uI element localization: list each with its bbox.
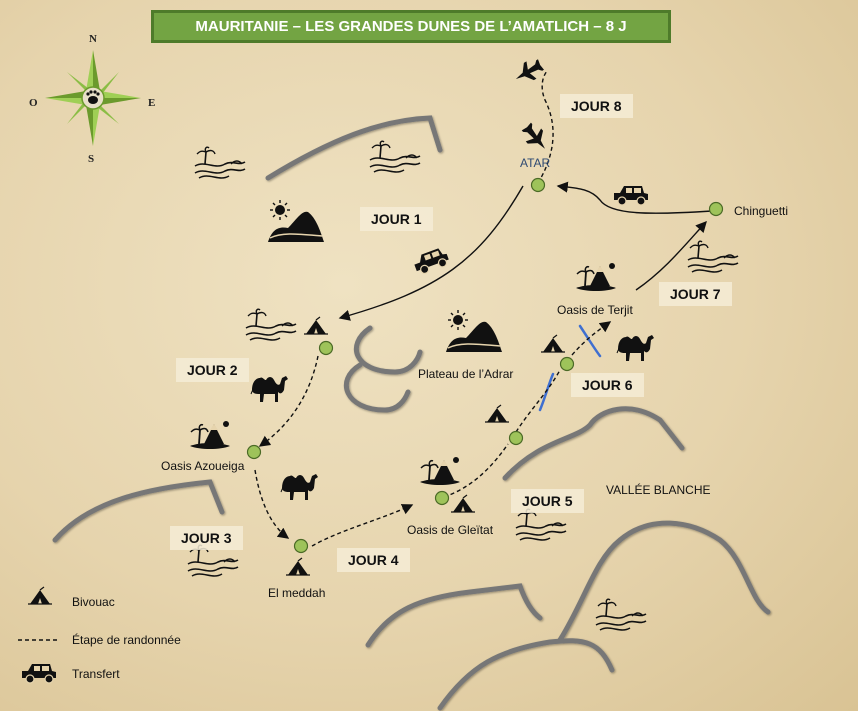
compass-north: N: [89, 33, 97, 45]
day-label-2: JOUR 2: [176, 358, 249, 382]
place-meddah: El meddah: [268, 586, 326, 600]
oasis-icon: [189, 420, 231, 450]
ridge: [343, 362, 411, 413]
transfer-route: [556, 181, 713, 214]
transfer-route: [338, 185, 524, 321]
day-label-6: JOUR 6: [571, 373, 644, 397]
waypoint-atar: [530, 177, 546, 193]
compass-west: O: [29, 97, 38, 109]
camel-icon: [280, 473, 319, 501]
waypoint-chinguetti: [708, 201, 724, 217]
ridge: [437, 638, 615, 711]
waypoint-day5-camp: [508, 430, 524, 446]
waypoint-azoueiga: [246, 444, 262, 460]
desert-dunes-icon: [595, 598, 647, 631]
compass-south: S: [88, 153, 95, 165]
4x4-car-icon: [613, 185, 649, 206]
river: [578, 324, 602, 358]
ridge: [502, 406, 685, 481]
tent-icon: [450, 494, 476, 513]
day-label-7: JOUR 7: [659, 282, 732, 306]
ridge: [265, 115, 443, 181]
sun-dune-icon: [445, 309, 503, 353]
place-atar: ATAR: [520, 156, 551, 170]
desert-dunes-icon: [245, 308, 297, 341]
oasis-icon: [575, 262, 617, 292]
plane-icon: [510, 55, 546, 88]
place-terjit: Oasis de Terjit: [557, 303, 633, 317]
oasis-icon: [419, 456, 461, 486]
tent-icon: [285, 557, 311, 576]
tent-icon: [540, 334, 566, 353]
day-label-4: JOUR 4: [337, 548, 410, 572]
waypoint-gleitat: [434, 490, 450, 506]
legend-hike-label: Étape de randonnée: [72, 633, 181, 647]
waypoint-meddah: [293, 538, 309, 554]
ridge: [353, 325, 423, 375]
map-title: MAURITANIE – LES GRANDES DUNES DE L’AMAT…: [151, 10, 671, 43]
legend-tent-icon: [27, 586, 53, 605]
day-label-1: JOUR 1: [360, 207, 433, 231]
hike-route: [537, 69, 554, 184]
place-adrar-plateau: Plateau de l’Adrar: [418, 367, 514, 381]
desert-dunes-icon: [369, 140, 421, 173]
day-label-3: JOUR 3: [170, 526, 243, 550]
ridge: [52, 479, 225, 543]
hike-route: [311, 504, 414, 547]
ridge: [365, 583, 543, 648]
plane-icon: [518, 120, 553, 156]
desert-dunes-icon: [687, 240, 739, 273]
legend-car-icon: [21, 663, 57, 684]
place-vallee-blanche: VALLÉE BLANCHE: [606, 483, 711, 497]
legend-bivouac-label: Bivouac: [72, 595, 115, 609]
hike-route: [515, 369, 561, 433]
sun-dune-icon: [267, 199, 325, 243]
tent-icon: [484, 404, 510, 423]
ridge: [557, 520, 771, 643]
day-label-5: JOUR 5: [511, 489, 584, 513]
waypoint-terjit-camp: [559, 356, 575, 372]
camel-icon: [250, 375, 289, 403]
desert-dunes-icon: [194, 146, 246, 179]
hike-route: [443, 443, 509, 498]
waypoint-bivouac-1: [318, 340, 334, 356]
legend-transfer-label: Transfert: [72, 667, 120, 681]
4x4-car-icon: [411, 245, 452, 277]
place-chinguetti: Chinguetti: [734, 204, 789, 218]
river: [538, 372, 555, 412]
transfer-route: [635, 220, 707, 291]
tent-icon: [303, 316, 329, 335]
compass-rose-icon: [45, 50, 141, 146]
compass-east: E: [148, 97, 156, 109]
hike-route: [254, 469, 290, 539]
place-azoueiga: Oasis Azoueiga: [161, 459, 245, 473]
place-gleitat: Oasis de Gleïtat: [407, 523, 494, 537]
day-label-8: JOUR 8: [560, 94, 633, 118]
hike-route: [258, 355, 319, 447]
desert-dunes-icon: [515, 508, 567, 541]
camel-icon: [616, 334, 655, 362]
